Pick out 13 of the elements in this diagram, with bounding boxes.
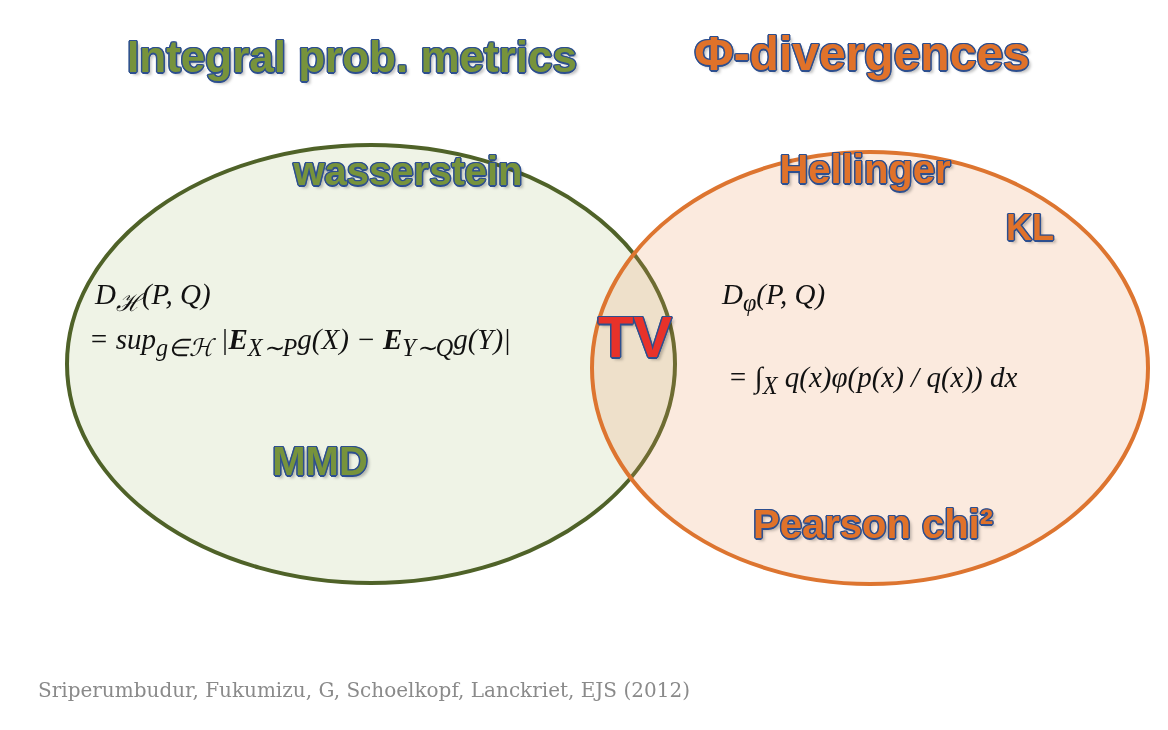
divergence-name: Pearson chi²: [752, 502, 994, 546]
citation: Sriperumbudur, Fukumizu, G, Schoelkopf, Lanckriet, EJS (2012): [38, 679, 690, 701]
formula: D$_{ℋ}$(P, Q): [95, 279, 211, 317]
set-title: Integral prob. metrics: [127, 33, 577, 82]
set-title: Φ-divergences: [694, 28, 1030, 81]
formula: D$_{φ}$(P, Q): [722, 279, 826, 317]
divergence-name: Hellinger: [779, 147, 951, 191]
metric-name: MMD: [272, 439, 368, 483]
metric-name: wasserstein: [293, 149, 523, 193]
divergence-name: KL: [1006, 208, 1054, 248]
formula: = sup$_{g∈ℋ}$ |E$_{X∼P}$g(X) − E$_{Y∼Q}$g(Y)|: [89, 324, 512, 362]
intersection-label: TV: [597, 305, 673, 369]
formula: = ∫$_{X}$ q(x)φ(p(x) / q(x)) dx: [728, 362, 1018, 400]
